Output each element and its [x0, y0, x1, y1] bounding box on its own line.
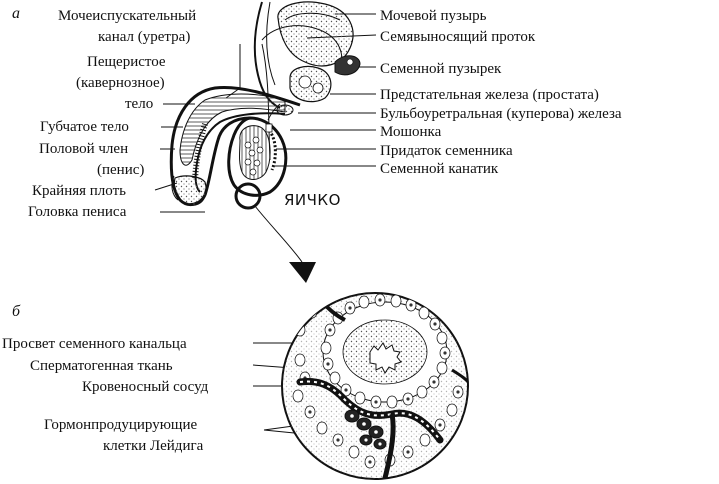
epididymis-shape — [265, 126, 277, 171]
panel-a-letter: а — [12, 5, 20, 22]
spongy-body-texture — [192, 123, 208, 181]
foreskin-fold — [171, 175, 179, 201]
vas-deferens-line — [261, 25, 343, 71]
leydig-cells — [344, 409, 387, 450]
label-prostate: Предстательная железа (простата) — [380, 87, 599, 103]
spermatic-cord-shape — [267, 103, 281, 121]
label-leydig-2: клетки Лейдига — [103, 438, 204, 454]
label-penis-1: Половой член — [39, 141, 128, 157]
label-cavernous-2: (кавернозное) — [76, 75, 165, 91]
cavernous-body-shape — [179, 93, 286, 166]
testis-highlight-circle — [234, 182, 262, 210]
label-spongy-body: Губчатое тело — [40, 119, 129, 135]
label-seminal-vesicle: Семенной пузырек — [380, 61, 502, 77]
label-tubule-lumen: Просвет семенного канальца — [2, 336, 187, 352]
label-epididymis: Придаток семенника — [380, 143, 513, 159]
magnify-arrow-line — [254, 205, 303, 263]
panel-b-labels: Просвет семенного канальца Сперматогенна… — [2, 336, 209, 454]
magnified-testis-section — [281, 292, 469, 480]
bladder-fold — [284, 12, 341, 21]
label-blood-vessel: Кровеносный сосуд — [82, 379, 209, 395]
label-bulbourethral: Бульбоуретральная (куперова) железа — [380, 106, 622, 122]
panel-a-right-labels: Мочевой пузырь Семявыносящий проток Семе… — [380, 8, 622, 177]
panel-a-left-labels: Мочеиспускательный канал (уретра) Пещери… — [28, 8, 196, 220]
label-vas-deferens: Семявыносящий проток — [380, 29, 536, 45]
label-foreskin: Крайняя плоть — [32, 183, 126, 199]
label-testis: ЯИЧКО — [284, 191, 341, 209]
label-spermatic-cord: Семенной канатик — [380, 161, 499, 177]
label-scrotum: Мошонка — [380, 124, 442, 140]
label-urethra-2: канал (уретра) — [98, 29, 190, 45]
label-penis-2: (пенис) — [97, 162, 144, 178]
label-bladder: Мочевой пузырь — [380, 8, 487, 24]
abdominal-wall-inner — [266, 1, 276, 86]
label-cavernous-3: тело — [125, 96, 153, 112]
label-urethra-1: Мочеиспускательный — [58, 8, 196, 24]
magnify-arrow-head — [289, 262, 316, 283]
penis-outline-lower — [203, 116, 251, 196]
label-spermatogenic-tissue: Сперматогенная ткань — [30, 358, 173, 374]
seminal-vesicle-shape — [334, 55, 361, 76]
panel-b-letter: б — [12, 303, 21, 320]
label-leydig-1: Гормонпродуцирующие — [44, 417, 198, 433]
scrotum-outline — [227, 116, 288, 197]
male-reproductive-system-drawing — [169, 1, 361, 210]
tubule-lumen-shape — [369, 342, 402, 374]
glans-shape — [173, 175, 207, 206]
label-cavernous-1: Пещеристое — [87, 54, 166, 70]
label-glans: Головка пениса — [28, 204, 127, 220]
